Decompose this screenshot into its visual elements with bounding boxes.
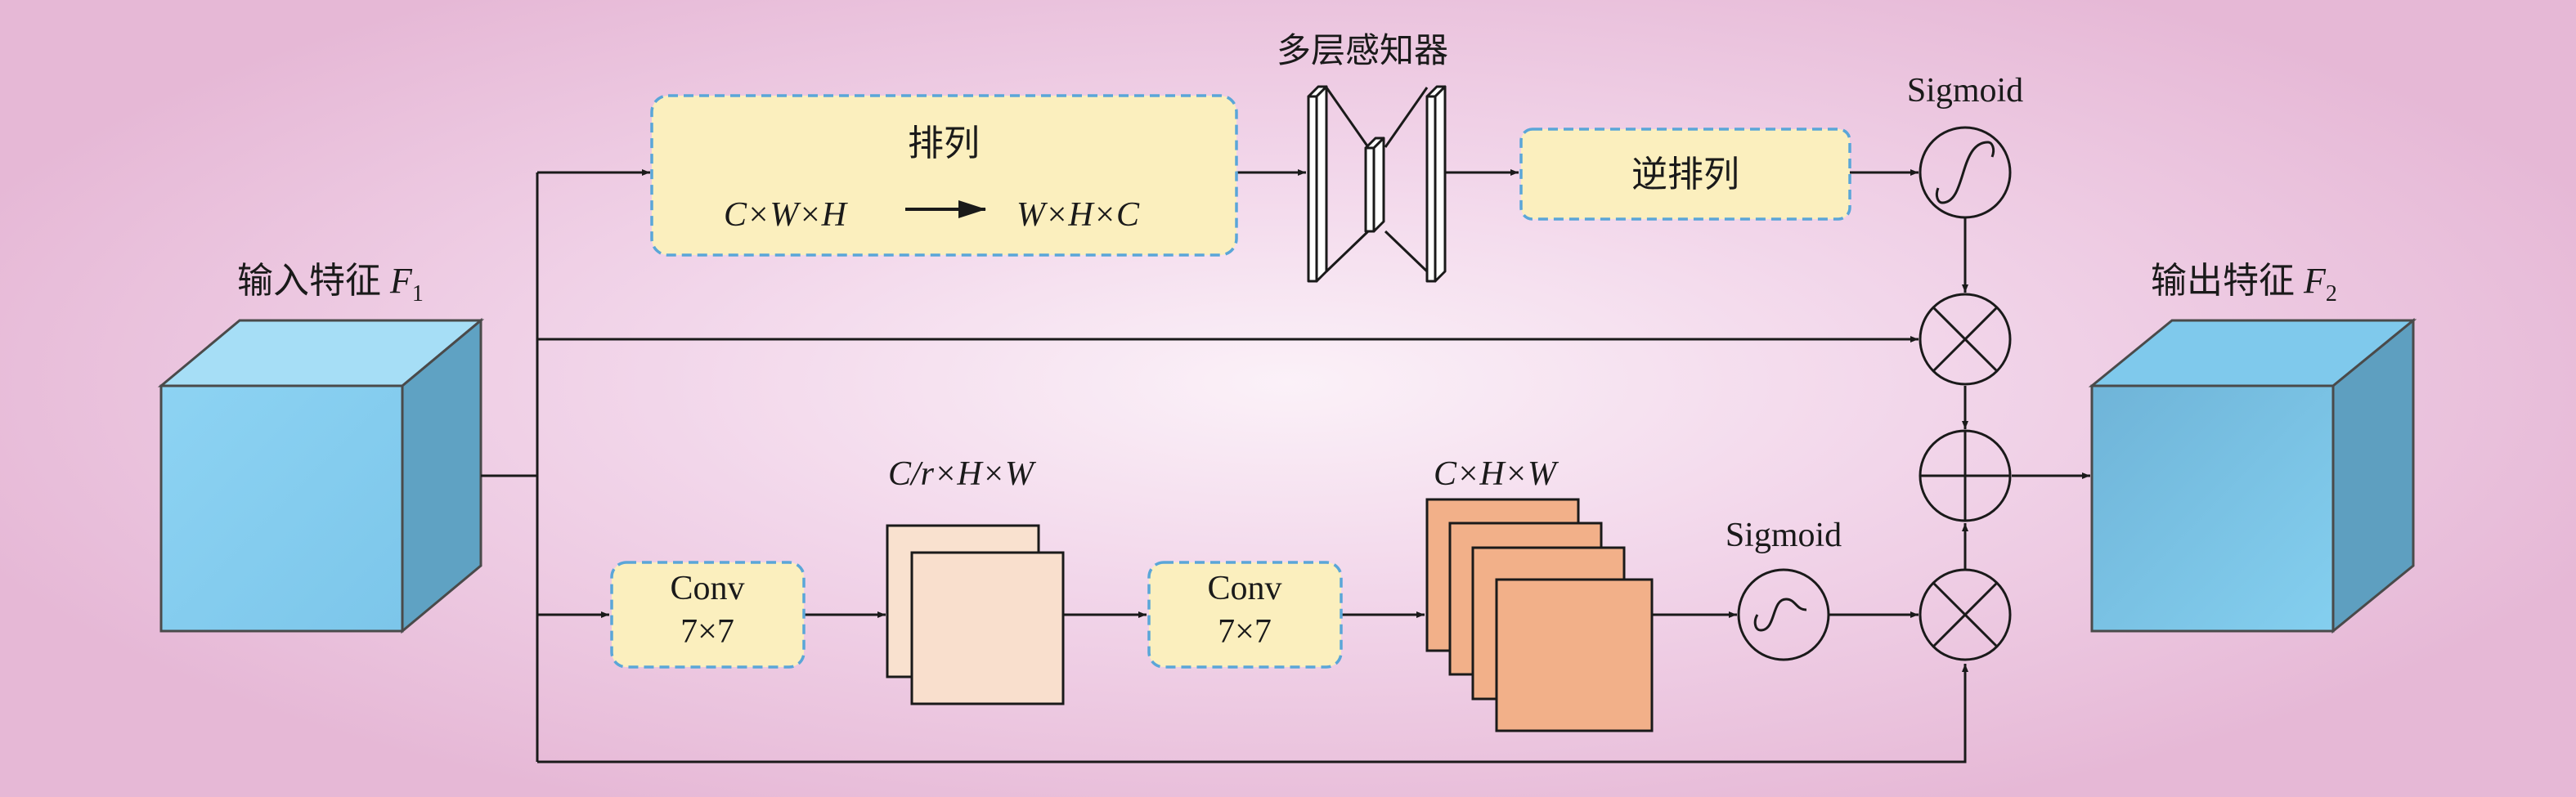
mlp-label: 多层感知器 (1277, 33, 1448, 70)
conv1-box: Conv 7×7 (610, 561, 806, 669)
permute-from-shape: C×W×H (724, 196, 849, 234)
add-icon (1919, 429, 2012, 522)
output-feature-label: 输出特征 F2 (2151, 261, 2337, 307)
inverse-permute-box: 逆排列 (1519, 128, 1851, 221)
sigmoid-top-label: Sigmoid (1907, 72, 2023, 110)
input-feature-cube (157, 317, 485, 634)
input-cube-front (159, 384, 404, 633)
sigmoid-bottom-icon (1737, 568, 1830, 661)
feature2-label: C×H×W (1434, 455, 1560, 493)
conv1-frame (610, 561, 806, 669)
feature2-sheet-4 (1495, 578, 1654, 732)
inverse-permute-frame (1519, 128, 1851, 221)
input-feature-label: 输入特征 F1 (237, 261, 424, 307)
permute-label: 排列 (908, 123, 980, 163)
conv2-box: Conv 7×7 (1147, 561, 1343, 669)
permute-to-shape: W×H×C (1016, 196, 1140, 234)
conv2-line1: Conv (1207, 570, 1281, 607)
conv2-frame (1147, 561, 1343, 669)
feature1-sheet-front (910, 551, 1065, 705)
multiply-bottom-icon (1919, 568, 2012, 661)
skip-to-multiply-bottom (537, 664, 1968, 763)
conv1-line1: Conv (670, 570, 744, 607)
output-feature-cube (2088, 317, 2417, 634)
feature-map-1 (886, 524, 1065, 705)
conv2-line2: 7×7 (1218, 613, 1272, 651)
permute-box-frame (650, 94, 1238, 257)
permute-box: 排列 C×W×H W×H×C (650, 94, 1238, 257)
multiply-top-icon (1919, 293, 2012, 386)
connectors (481, 169, 2090, 763)
inverse-permute-label: 逆排列 (1631, 154, 1739, 195)
sigmoid-top-icon (1919, 126, 2012, 219)
feature-map-2 (1425, 498, 1654, 732)
sigmoid-bottom-label: Sigmoid (1726, 517, 1842, 554)
output-cube-front (2090, 384, 2335, 633)
feature1-label: C/r×H×W (888, 455, 1037, 493)
conv1-line2: 7×7 (680, 613, 734, 651)
mlp-icon (1307, 85, 1447, 283)
